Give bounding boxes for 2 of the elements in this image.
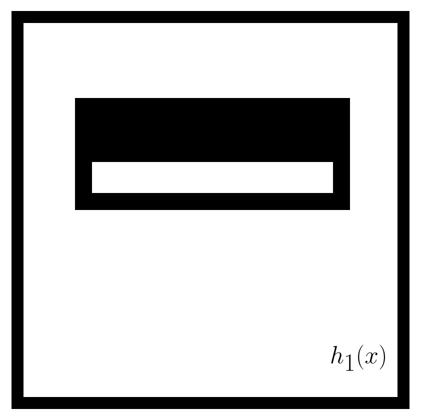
bar-drawing	[75, 98, 350, 210]
function-label: $h_1(x)$	[331, 344, 386, 371]
